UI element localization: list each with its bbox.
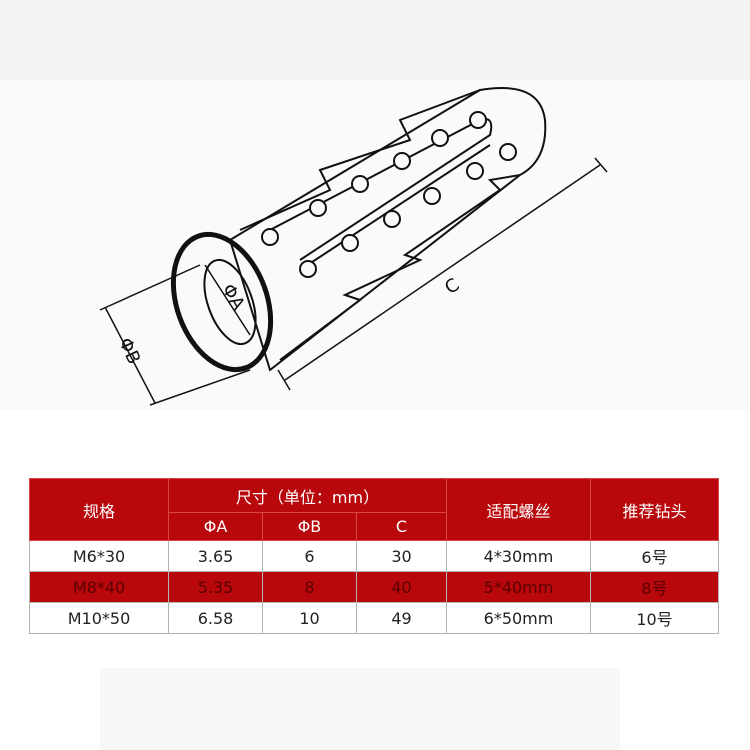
cell: 8号 xyxy=(590,571,719,603)
cell: M8*40 xyxy=(29,571,169,603)
dim-b-line xyxy=(99,264,251,406)
cell: 6号 xyxy=(590,540,719,572)
cell: 5*40mm xyxy=(446,571,591,603)
cell: 8 xyxy=(262,571,357,603)
cell: 6*50mm xyxy=(446,602,591,634)
cell: 49 xyxy=(356,602,447,634)
header-spec: 规格 xyxy=(29,478,169,541)
cell: M10*50 xyxy=(29,602,169,634)
label-b: ΦB xyxy=(114,335,144,368)
header-a: ΦA xyxy=(168,512,263,541)
header-c: C xyxy=(356,512,447,541)
cell: 30 xyxy=(356,540,447,572)
anchor-diagram: ΦA ΦB C xyxy=(99,87,608,406)
cell: 6 xyxy=(262,540,357,572)
cell: 10号 xyxy=(590,602,719,634)
cell: 6.58 xyxy=(168,602,263,634)
slot xyxy=(299,144,491,271)
cell: M6*30 xyxy=(29,540,169,572)
anchor-rim xyxy=(170,231,274,373)
anchor-hole xyxy=(203,258,257,346)
dim-a-line xyxy=(204,264,251,336)
anchor-body xyxy=(228,87,547,372)
dim-c-line xyxy=(277,157,608,391)
bottom-panel xyxy=(100,668,620,750)
cell: 10 xyxy=(262,602,357,634)
header-screw: 适配螺丝 xyxy=(446,478,591,541)
anchor-bumps xyxy=(261,111,517,278)
top-band xyxy=(0,0,750,80)
cell: 40 xyxy=(356,571,447,603)
anchor-teeth xyxy=(239,89,521,361)
header-b: ΦB xyxy=(262,512,357,541)
cell: 4*30mm xyxy=(446,540,591,572)
cell: 3.65 xyxy=(168,540,263,572)
header-size: 尺寸（单位：mm） xyxy=(168,478,447,513)
cell: 5.35 xyxy=(168,571,263,603)
label-c: C xyxy=(441,274,463,298)
header-drill: 推荐钻头 xyxy=(590,478,719,541)
